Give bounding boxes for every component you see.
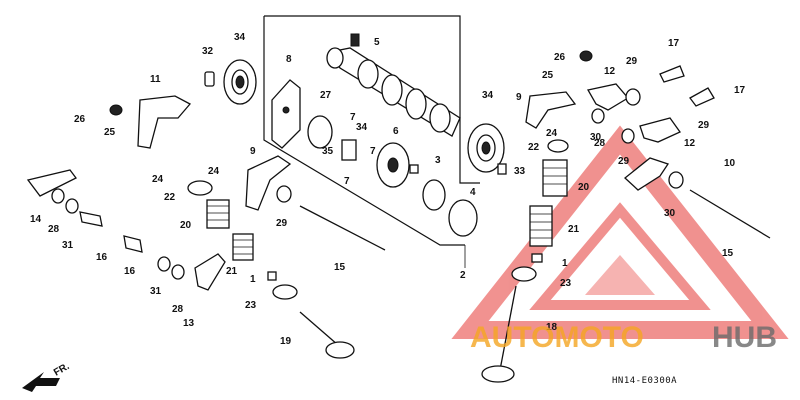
- callout-number: 30: [664, 208, 676, 219]
- callout-number: 26: [554, 52, 566, 63]
- rocker-arm-13: [194, 253, 226, 291]
- rocker-arm-12-lower: [639, 117, 681, 143]
- bearing-32: [223, 59, 257, 105]
- callout-number: 12: [604, 66, 616, 77]
- rocker-arm-9-left: [245, 155, 292, 211]
- sprocket-6: [376, 142, 410, 188]
- callout-number: 28: [48, 224, 60, 235]
- assembly-boundary: [263, 15, 480, 268]
- callout-number: 26: [74, 114, 86, 125]
- callout-number: 14: [30, 214, 42, 225]
- watermark-brand-part2: HUB: [712, 321, 777, 354]
- callout-number: 7: [370, 146, 376, 157]
- callout-number: 23: [245, 300, 257, 311]
- callout-number: 27: [320, 90, 332, 101]
- callout-number: 29: [626, 56, 638, 67]
- callout-number: 6: [393, 126, 399, 137]
- valve-19: [299, 311, 355, 359]
- adjusting-screws: [79, 65, 715, 253]
- front-arrow-icon: [22, 372, 60, 392]
- callout-number: 17: [734, 85, 746, 96]
- callout-number: 1: [562, 258, 568, 269]
- pushrod-15-right: [689, 189, 771, 239]
- cam-plate-8: [271, 79, 301, 149]
- callout-number: 8: [286, 54, 292, 65]
- callout-number: 1: [250, 274, 256, 285]
- callout-number: 34: [356, 122, 368, 133]
- callout-number: 25: [542, 70, 554, 81]
- callout-number: 10: [724, 158, 736, 169]
- callout-number: 7: [344, 176, 350, 187]
- callout-number: 31: [62, 240, 74, 251]
- callout-number: 12: [684, 138, 696, 149]
- valve-18: [481, 285, 517, 383]
- callout-number: 30: [590, 132, 602, 143]
- callout-number: 5: [374, 37, 380, 48]
- callout-number: 35: [322, 146, 334, 157]
- callout-number: 15: [722, 248, 734, 259]
- callout-number: 16: [96, 252, 108, 263]
- callout-number: 21: [568, 224, 580, 235]
- callout-number: 24: [208, 166, 220, 177]
- callout-number: 29: [276, 218, 288, 229]
- callout-number: 24: [152, 174, 164, 185]
- callout-number: 22: [164, 192, 176, 203]
- rocker-arm-14: [26, 169, 77, 197]
- callout-number: 22: [528, 142, 540, 153]
- callout-number: 19: [280, 336, 292, 347]
- callout-number: 13: [183, 318, 195, 329]
- callout-number: 9: [516, 92, 522, 103]
- callout-number: 9: [250, 146, 256, 157]
- rocker-arm-9-right: [525, 91, 577, 129]
- camshaft: [326, 47, 461, 137]
- bearing-33: [467, 123, 505, 173]
- callout-number: 20: [180, 220, 192, 231]
- callout-number: 24: [546, 128, 558, 139]
- callout-number: 34: [234, 32, 246, 43]
- callout-number: 18: [546, 322, 558, 333]
- callout-labels: 1123456777899101112121314151516161717181…: [30, 32, 746, 347]
- callout-number: 20: [578, 182, 590, 193]
- callout-number: 7: [350, 112, 356, 123]
- callout-number: 34: [482, 90, 494, 101]
- callout-number: 15: [334, 262, 346, 273]
- callout-number: 29: [698, 120, 710, 131]
- seal-27: [307, 115, 333, 149]
- drawing-code: HN14-E0300A: [612, 376, 677, 386]
- callout-number: 32: [202, 46, 214, 57]
- callout-number: 28: [594, 138, 606, 149]
- front-label: FR.: [52, 361, 72, 379]
- callout-number: 29: [618, 156, 630, 167]
- callout-number: 25: [104, 127, 116, 138]
- callout-number: 17: [668, 38, 680, 49]
- rocker-arm-10: [624, 157, 670, 191]
- pushrod-15-left: [299, 205, 386, 251]
- callout-number: 11: [150, 74, 161, 85]
- callout-number: 2: [460, 270, 466, 281]
- valve-springs-left: [206, 199, 254, 261]
- watermark-text: AUTOMOTO HUB: [470, 321, 777, 354]
- callout-number: 3: [435, 155, 441, 166]
- seal-4: [448, 199, 478, 237]
- callout-number: 33: [514, 166, 526, 177]
- rocker-arm-11: [137, 95, 192, 149]
- seal-3: [422, 179, 446, 211]
- callout-number: 16: [124, 266, 136, 277]
- callout-number: 28: [172, 304, 184, 315]
- washers: [51, 50, 684, 300]
- small-parts: [204, 33, 507, 175]
- callout-number: 23: [560, 278, 572, 289]
- callout-number: 21: [226, 266, 238, 277]
- callout-number: 31: [150, 286, 162, 297]
- callout-number: 4: [470, 187, 476, 198]
- rocker-arm-12-upper: [586, 83, 629, 111]
- watermark-brand-part1: AUTOMOTO: [470, 321, 644, 354]
- valve-springs-right: [529, 159, 568, 247]
